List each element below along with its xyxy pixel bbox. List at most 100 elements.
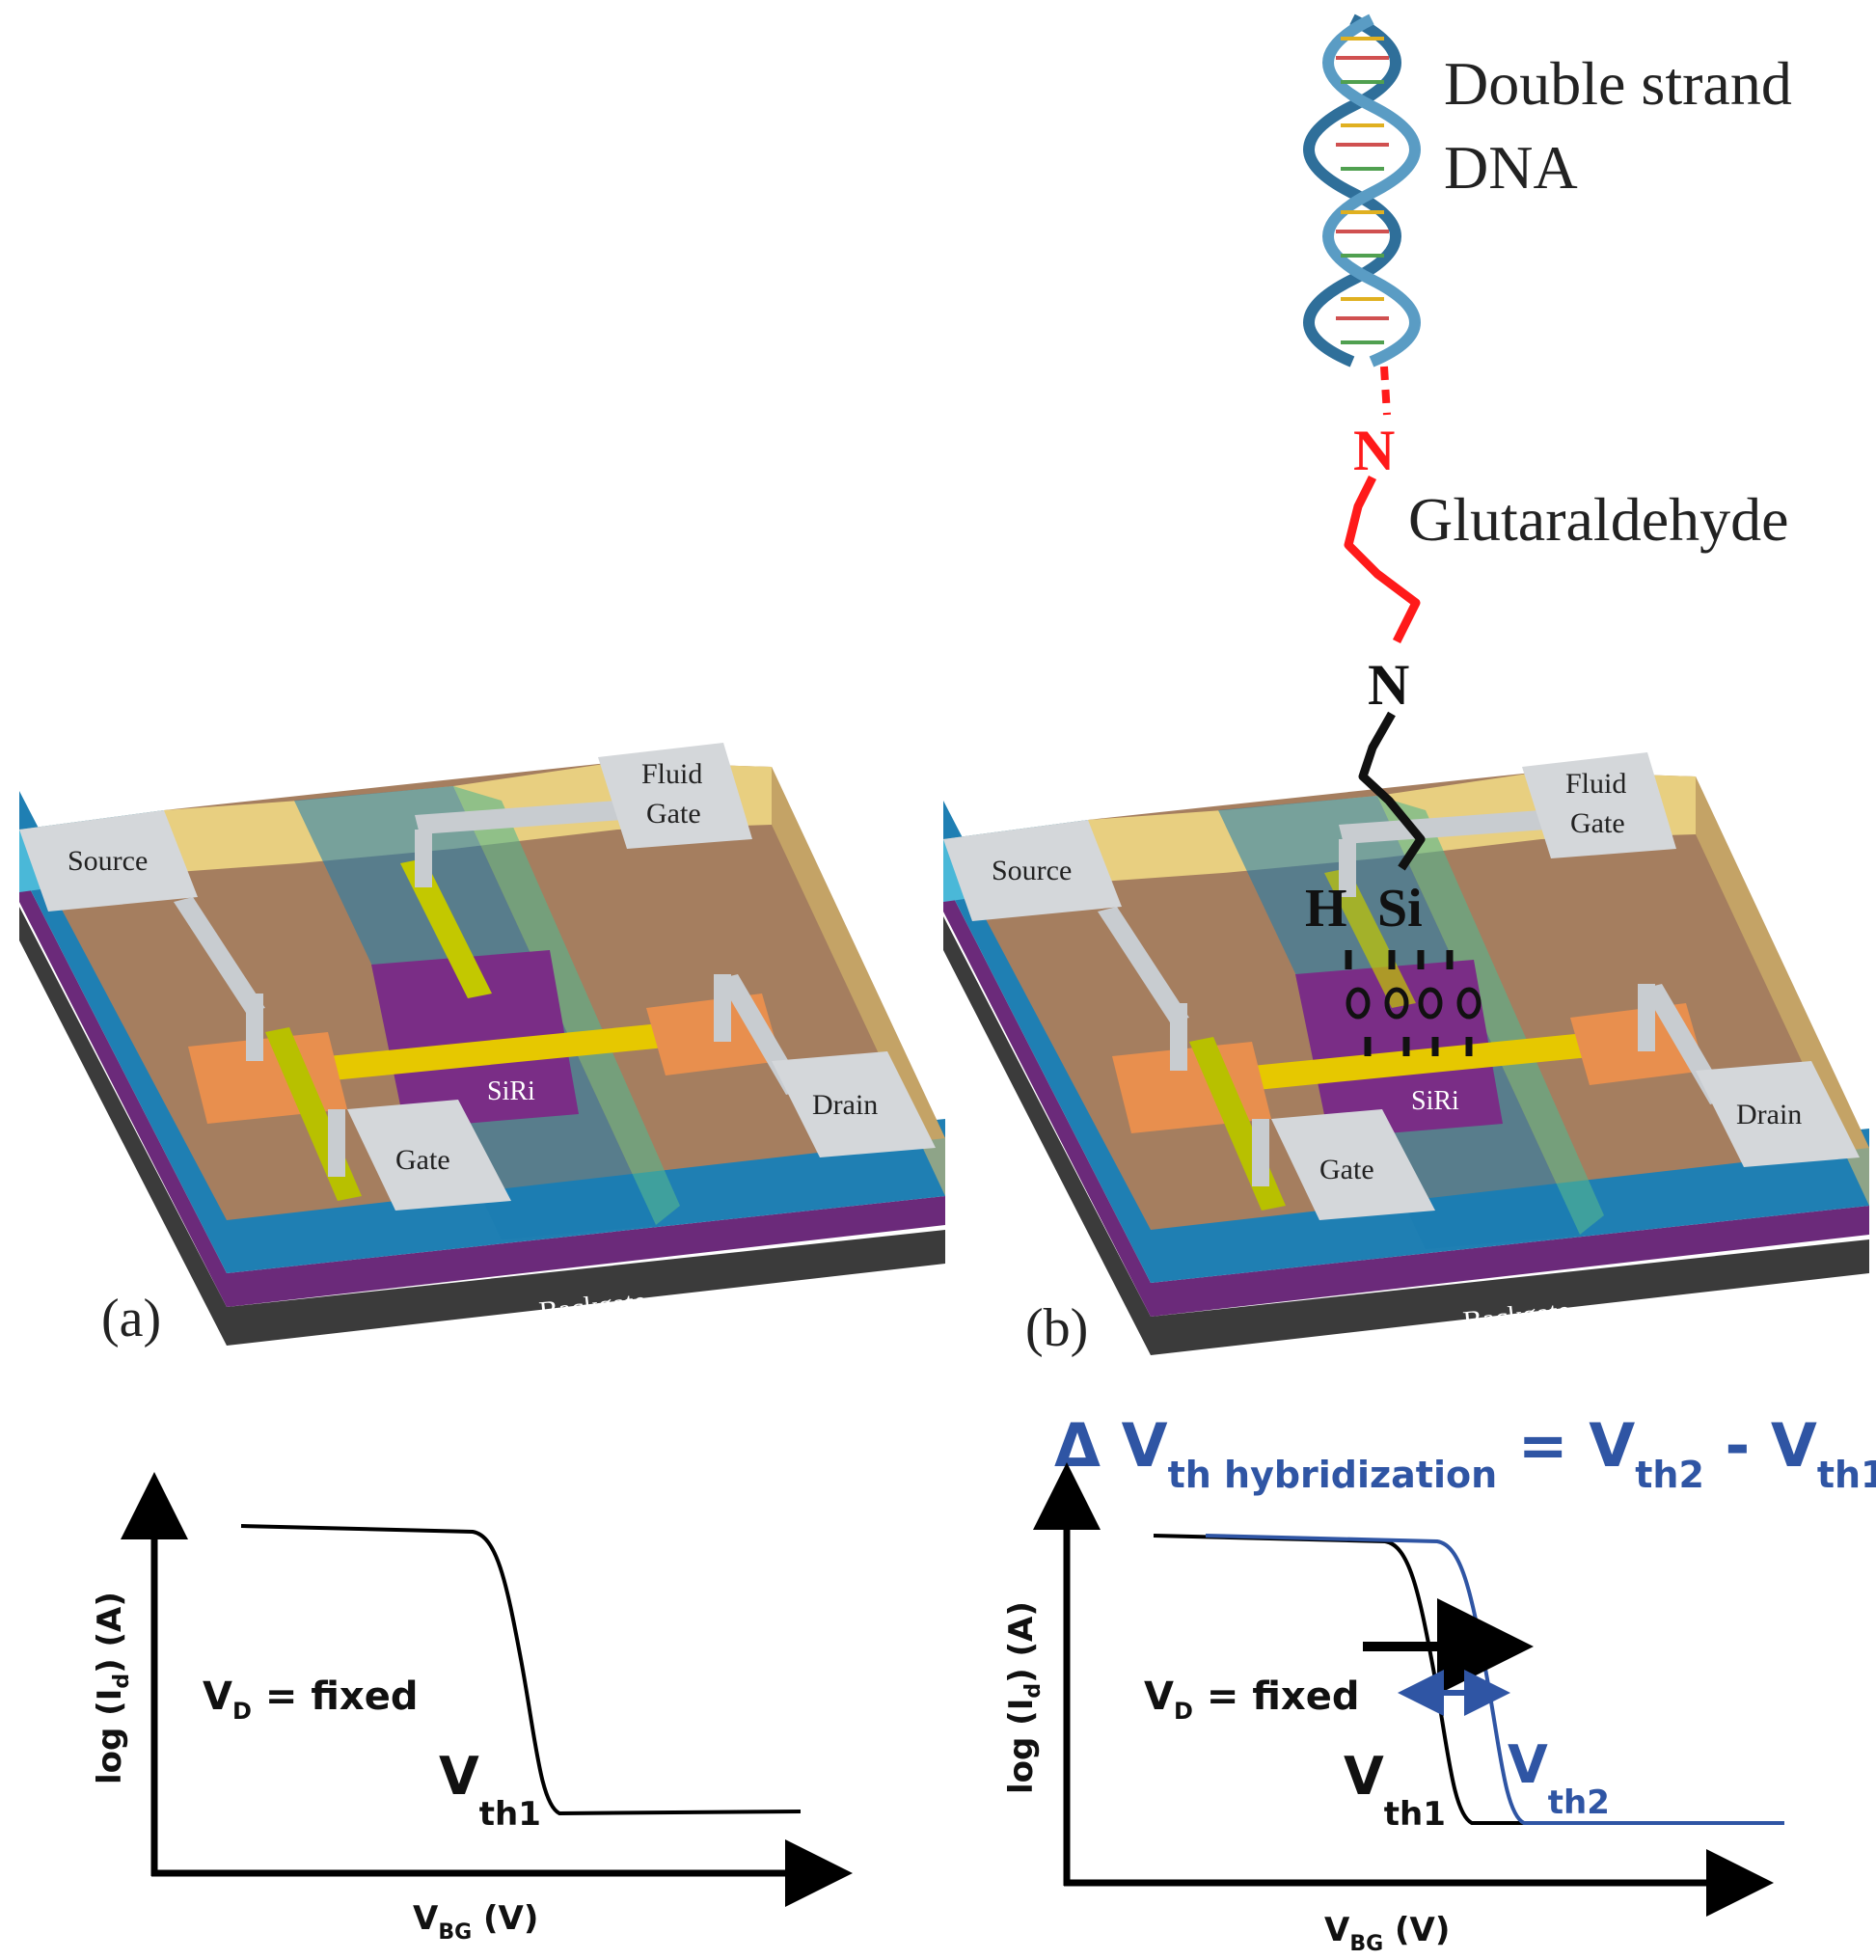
y-axis-label-a-tail: ) (A): [91, 1592, 129, 1674]
source-label-a: Source: [68, 845, 148, 877]
vd-label-a-main: V: [203, 1674, 232, 1719]
y-axis-label-a-main: log (I: [91, 1689, 129, 1784]
drain-label-a: Drain: [812, 1089, 878, 1121]
oxygen-atoms: [1346, 987, 1482, 1020]
gate-pad-b: [1271, 1109, 1435, 1220]
x-axis-label-b: VBG (V): [1324, 1911, 1450, 1956]
wire-fluid-b: [1339, 810, 1546, 844]
x-axis-label-a-sub: BG: [438, 1920, 472, 1945]
formula-sub-hyb: th hybridization: [1168, 1454, 1498, 1496]
dna-strand-1: [1303, 14, 1401, 368]
x-axis-label-b-main: V: [1324, 1911, 1350, 1949]
pillar-fluid-a: [415, 830, 432, 887]
y-axis-label-b-tail: ) (A): [1002, 1601, 1041, 1683]
y-axis-label-b-main: log (I: [1002, 1699, 1041, 1794]
vd-label-b-main: V: [1144, 1674, 1174, 1719]
source-pad-a: [19, 810, 198, 912]
chart-b: Δ Vth hybridization = Vth2 - Vth1 log (I…: [1002, 1410, 1876, 1956]
gate-pad-a: [347, 1100, 511, 1211]
vd-label-b: VD = fixed: [1144, 1674, 1359, 1725]
idvg-curve-a: [240, 1524, 802, 1816]
siri-label-a: SiRi: [487, 1076, 535, 1106]
pillar-fluid-b: [1339, 839, 1356, 897]
formula-sub-th1: th1: [1817, 1454, 1876, 1496]
atom-n-upper: N: [1353, 419, 1395, 482]
atom-si: Si: [1377, 879, 1423, 939]
vth1-label-a: Vth1: [439, 1746, 541, 1834]
wire-fluid-a: [415, 801, 622, 834]
idvg-curve-vth1: [1153, 1534, 1534, 1825]
red-dash-link: [1380, 366, 1391, 416]
delta-vth-formula: Δ Vth hybridization = Vth2 - Vth1: [1054, 1410, 1876, 1496]
formula-minus: - V: [1704, 1410, 1817, 1481]
atom-n-lower: N: [1368, 653, 1409, 717]
fluid-gate-pad-a: [598, 743, 752, 849]
wire-source-a: [174, 897, 265, 1013]
vth2-label-b-sub: th2: [1548, 1783, 1610, 1822]
x-axis-label-b-tail: (V): [1383, 1911, 1450, 1949]
y-axis-label-a-sub: d: [110, 1674, 134, 1689]
black-linker-chain: [1358, 711, 1426, 871]
drain-label-b: Drain: [1736, 1099, 1802, 1130]
fluid-label-a: Fluid: [641, 758, 702, 790]
surface-bonds: [1345, 950, 1473, 1056]
wire-source-b: [1098, 907, 1189, 1022]
pillar-gate-b: [1252, 1119, 1269, 1186]
y-axis-label-a: log (Id) (A): [91, 1592, 134, 1784]
fluid-gate-label-a: Gate: [646, 798, 701, 830]
siri-region-a: [371, 950, 579, 1129]
formula-delta: Δ V: [1054, 1410, 1168, 1481]
fluid-channel-wall-a: [453, 786, 680, 1225]
red-linker-chain: [1344, 475, 1421, 644]
vth1-label-b: Vth1: [1344, 1746, 1446, 1834]
x-axis-label-a-tail: (V): [472, 1899, 538, 1938]
drain-pad-b: [1696, 1061, 1860, 1167]
dna-label-line2: DNA: [1444, 133, 1578, 202]
fluid-gate-finger-a: [400, 858, 492, 998]
dna-strand-2: [1322, 14, 1421, 368]
gate-label-a: Gate: [395, 1144, 450, 1176]
panel-a-label: (a): [101, 1289, 161, 1348]
x-axis-label-a: VBG (V): [413, 1899, 538, 1945]
formula-eq: = V: [1497, 1410, 1635, 1481]
linker: N N Glutaraldehyde: [1344, 366, 1789, 871]
vd-label-a-tail: = fixed: [252, 1674, 419, 1719]
siri-label-b: SiRi: [1411, 1086, 1459, 1116]
vth1-label-a-sub: th1: [479, 1795, 541, 1834]
pillar-gate-a: [328, 1109, 345, 1177]
fluid-gate-finger-b: [1324, 868, 1416, 1008]
vth2-label-b: Vth2: [1508, 1734, 1610, 1822]
source-label-b: Source: [992, 855, 1072, 886]
panel-b-label: (b): [1025, 1298, 1088, 1358]
vth1-label-b-main: V: [1344, 1746, 1384, 1807]
vd-label-a: VD = fixed: [203, 1674, 418, 1725]
y-axis-label-b-sub: d: [1021, 1683, 1046, 1699]
vth1-label-b-sub: th1: [1384, 1795, 1446, 1834]
x-axis-label-b-sub: BG: [1349, 1932, 1383, 1956]
chart-a: log (Id) (A) VBG (V) VD = fixed Vth1: [91, 1472, 853, 1945]
gate-bar-b: [1252, 1032, 1599, 1090]
fluid-label-b: Fluid: [1565, 768, 1626, 800]
y-axis-label-b: log (Id) (A): [1002, 1601, 1046, 1794]
vd-label-b-tail: = fixed: [1193, 1674, 1360, 1719]
drain-pad-a: [772, 1051, 936, 1157]
dna-base-pairs: [1336, 37, 1389, 344]
source-pad-b: [943, 820, 1122, 921]
fluid-gate-label-b: Gate: [1570, 807, 1625, 839]
device-b: Source Fluid Gate Gate Drain SiRi Backga…: [943, 752, 1869, 1355]
vth1-label-a-main: V: [439, 1746, 479, 1807]
formula-sub-th2: th2: [1635, 1454, 1704, 1496]
vth2-label-b-main: V: [1508, 1734, 1548, 1795]
x-axis-label-a-main: V: [413, 1899, 439, 1938]
vd-label-a-sub: D: [232, 1698, 252, 1725]
gate-bar-a: [328, 1022, 675, 1080]
atom-h: H: [1305, 879, 1347, 939]
dna-label-line1: Double strand: [1444, 49, 1792, 118]
fluid-gate-pad-b: [1522, 752, 1676, 858]
fluid-channel-wall-b: [1377, 796, 1604, 1235]
dna-helix: Double strand DNA: [1303, 14, 1792, 368]
gate-label-b: Gate: [1319, 1154, 1374, 1185]
device-a: Source Fluid Gate Gate Drain SiRi Backga…: [19, 743, 945, 1346]
vd-label-b-sub: D: [1174, 1698, 1193, 1725]
